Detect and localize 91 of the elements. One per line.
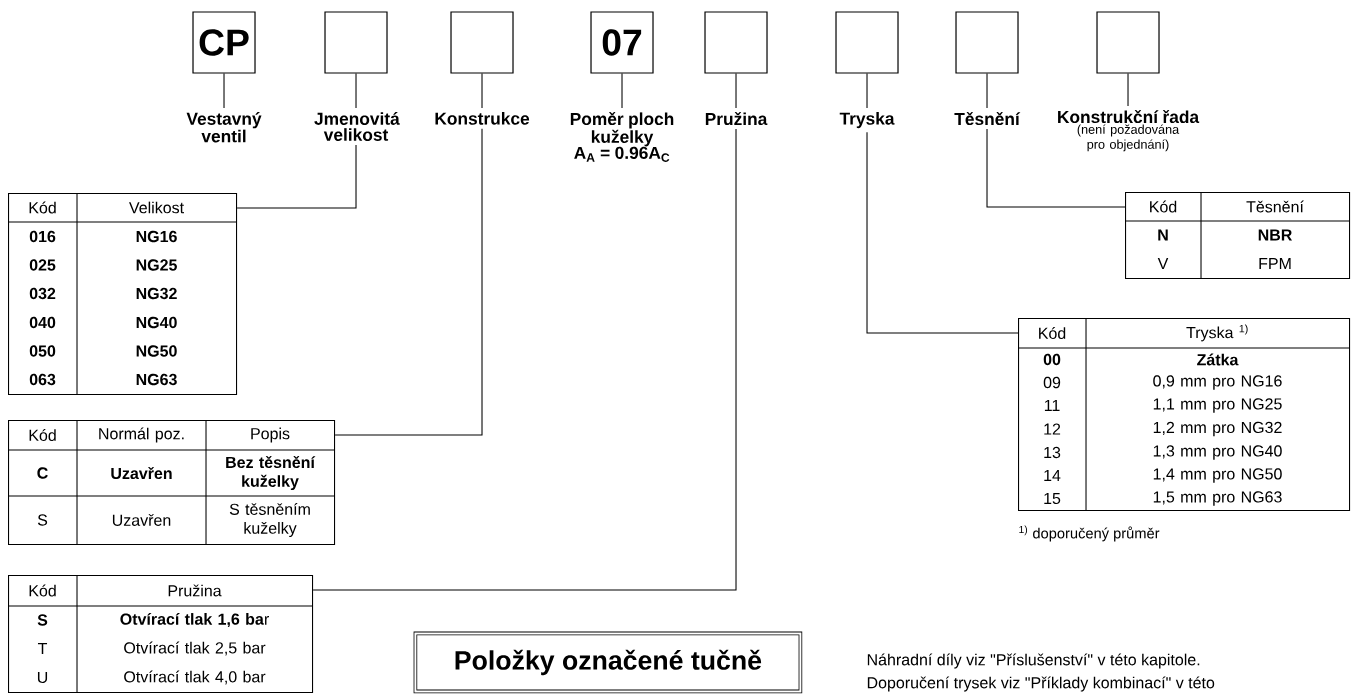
code-table <box>7 419 336 546</box>
code-box <box>704 11 768 74</box>
table-cell: Kód <box>29 201 56 214</box>
table-cell: S <box>37 614 48 626</box>
connector-line <box>866 73 868 109</box>
table-cell: 0,9 mm pro NG16 <box>1153 375 1282 390</box>
field-label: Těsnění <box>954 112 1021 126</box>
table-cell: NG63 <box>136 373 177 386</box>
table-cell: 025 <box>29 259 56 271</box>
table-cell: Kód <box>29 429 56 441</box>
table-cell: S těsněním kuželky <box>229 503 310 537</box>
table-cell: NG32 <box>136 287 177 300</box>
table-cell: Pružina <box>168 584 222 597</box>
connector-line <box>481 73 483 109</box>
table-cell: 032 <box>29 287 56 300</box>
note-box: Položky označené tučně <box>413 631 803 694</box>
connector-line <box>334 128 483 436</box>
connector-line <box>355 73 357 109</box>
table-cell: 09 <box>1043 376 1061 389</box>
connector-line <box>236 144 357 209</box>
table-cell: U <box>37 671 48 684</box>
table-cell: NG50 <box>136 345 177 357</box>
table-cell: 13 <box>1044 446 1061 459</box>
table-cell: 15 <box>1044 492 1061 505</box>
table-cell: Otvírací tlak 2,5 bar <box>124 641 266 656</box>
table-cell: Tryska $^{1)}$ <box>1186 324 1248 342</box>
table-cell: 1,4 mm pro NG50 <box>1153 468 1282 483</box>
table-cell: Otvírací tlak 1,6 bar <box>120 612 269 628</box>
code-table <box>1124 191 1351 280</box>
table-cell: NG16 <box>136 230 177 243</box>
field-label: Konstrukce <box>435 112 530 125</box>
table-cell: V <box>1157 258 1169 269</box>
table-cell: 1,1 mm pro NG25 <box>1153 398 1282 413</box>
table-cell: N <box>1158 229 1168 241</box>
table-cell: Kód <box>1150 200 1177 213</box>
code-box <box>1096 11 1160 74</box>
connector-line <box>1127 73 1129 107</box>
table-cell: Otvírací tlak 4,0 bar <box>124 670 266 685</box>
table-cell: Kód <box>29 584 56 597</box>
field-label: Pružina <box>705 112 768 126</box>
table-cell: NG40 <box>136 316 177 329</box>
table-cell: Těsnění <box>1246 200 1304 213</box>
footnote: $^{1)}$ doporučený průměr <box>1019 525 1160 542</box>
table-cell: 12 <box>1044 423 1061 435</box>
code-box: CP <box>192 11 256 74</box>
table-cell: Uzavřen <box>111 466 172 480</box>
table-cell: S <box>37 514 48 526</box>
code-table <box>7 192 238 396</box>
table-cell: FPM <box>1259 258 1291 269</box>
table-cell: Uzavřen <box>112 514 171 526</box>
table-cell: 016 <box>29 230 56 243</box>
table-cell: 040 <box>29 316 56 329</box>
connector-line <box>866 131 1019 334</box>
table-cell: C <box>37 467 48 479</box>
table-cell: Popis <box>251 427 290 443</box>
field-label: Konstrukční řada (není požadována pro objednání) <box>1058 110 1200 152</box>
connector-line <box>986 73 988 109</box>
table-cell: Bez těsnění kuželky <box>226 455 316 491</box>
code-box: 07 <box>590 11 654 74</box>
table-cell: T <box>38 643 48 654</box>
field-label: Tryska <box>839 112 895 129</box>
table-cell: 11 <box>1044 400 1060 411</box>
connector-line <box>621 73 623 109</box>
table-cell: 14 <box>1044 470 1061 481</box>
table-cell: Velikost <box>129 201 184 214</box>
code-table <box>7 574 314 694</box>
code-box <box>450 11 514 74</box>
table-cell: Zátka <box>1197 353 1239 366</box>
code-table <box>1017 317 1351 512</box>
note-text: Doporučení trysek viz "Příklady kombinací" v této <box>867 676 1215 692</box>
connector-line <box>735 73 737 109</box>
connector-line <box>986 128 1126 208</box>
table-cell: NBR <box>1258 229 1292 241</box>
table-cell: 00 <box>1043 353 1061 366</box>
connector-line <box>312 128 737 591</box>
code-box <box>835 11 899 74</box>
table-cell: NG25 <box>136 259 177 271</box>
table-cell: 050 <box>29 345 56 357</box>
code-box <box>324 11 388 74</box>
table-cell: Normál poz. <box>99 427 184 443</box>
table-cell: 063 <box>29 373 56 386</box>
table-cell: Kód <box>1039 327 1066 339</box>
connector-line <box>223 73 225 109</box>
field-label: Vestavný ventil <box>186 112 262 143</box>
note-text: Náhradní díly viz "Příslušenství" v této kapitole. <box>867 653 1200 669</box>
table-cell: 1,5 mm pro NG63 <box>1153 491 1282 506</box>
code-box <box>955 11 1019 74</box>
field-label: Poměr ploch kuželky A$_{A}$ = 0.96A$_{C}$ <box>570 112 674 162</box>
table-cell: 1,3 mm pro NG40 <box>1153 445 1282 460</box>
table-cell: 1,2 mm pro NG32 <box>1153 421 1282 437</box>
field-label: Jmenovitá velikost <box>314 112 400 141</box>
